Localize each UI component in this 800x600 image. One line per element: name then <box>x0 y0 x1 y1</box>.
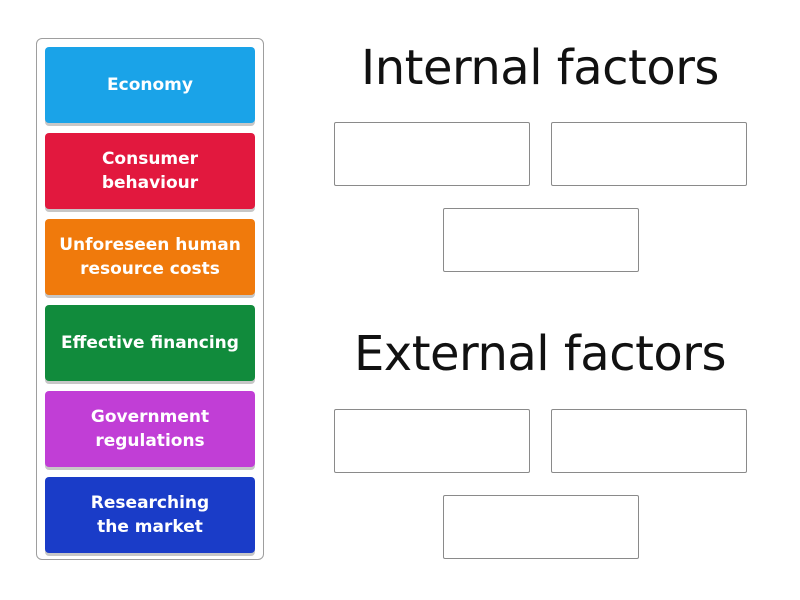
card-label: Government regulations <box>90 407 210 451</box>
card-label: Effective financing <box>61 333 239 353</box>
card-label: Consumer behaviour <box>101 149 199 193</box>
card-economy[interactable]: Economy <box>45 47 255 123</box>
card-government-regulations[interactable]: Government regulations <box>45 391 255 467</box>
drop-slot-internal-1[interactable] <box>334 122 530 186</box>
card-effective-financing[interactable]: Effective financing <box>45 305 255 381</box>
card-consumer-behaviour[interactable]: Consumer behaviour <box>45 133 255 209</box>
group-title-external: External factors <box>353 326 727 382</box>
card-label: Unforeseen human resource costs <box>59 235 241 279</box>
card-label: Researching the market <box>90 493 210 537</box>
drop-slot-internal-3[interactable] <box>443 208 639 272</box>
drop-slot-external-3[interactable] <box>443 495 639 559</box>
card-unforeseen-hr-costs[interactable]: Unforeseen human resource costs <box>45 219 255 295</box>
group-title-internal: Internal factors <box>361 40 719 96</box>
drop-slot-external-2[interactable] <box>551 409 747 473</box>
card-tray: Economy Consumer behaviour Unforeseen hu… <box>36 38 264 560</box>
drop-slot-external-1[interactable] <box>334 409 530 473</box>
drop-slot-internal-2[interactable] <box>551 122 747 186</box>
card-label: Economy <box>107 75 193 95</box>
card-researching-market[interactable]: Researching the market <box>45 477 255 553</box>
